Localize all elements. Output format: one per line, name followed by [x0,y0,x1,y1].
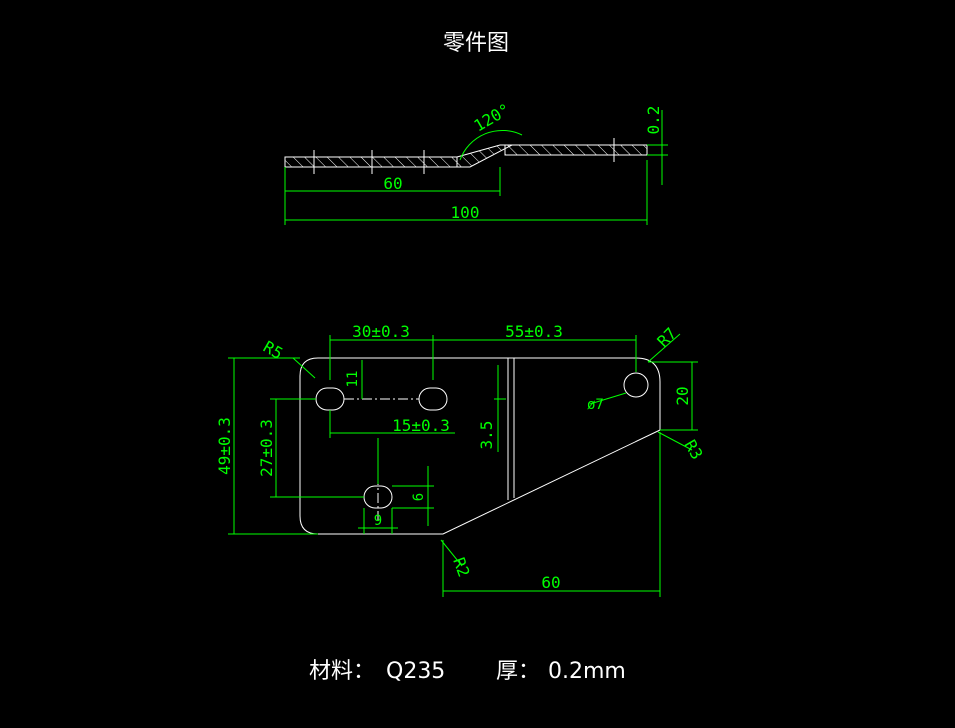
dim-15 [329,410,455,484]
hole-label: ø7 [587,397,604,413]
dim-top-chain [329,335,637,380]
dim-60-plan-label: 60 [541,573,560,592]
dim-27 [270,398,364,498]
thickness-footer-value: 0.2mm [548,659,626,684]
r2-label: R2 [449,555,473,580]
dim-60-side-label: 60 [383,174,402,193]
slot-2 [418,387,448,411]
r5-label: R5 [260,337,286,363]
slot-1 [315,387,345,411]
material-label: 材料： [309,659,375,684]
drawing-title: 零件图 [443,31,509,56]
angle-arc [459,129,523,161]
plan-view: R5 R7 R3 R2 30±0.3 55±0.3 11 15±0.3 [215,322,707,597]
r7-leader [647,333,681,363]
dim-60-plan [442,432,661,597]
thickness-label: 0.2 [644,106,663,135]
dim-11-label: 11 [345,371,361,388]
dim-55-label: 55±0.3 [505,322,563,341]
plate-outline [299,357,661,535]
dim-20 [648,361,698,431]
side-view-bend [456,144,513,168]
r2-leader [440,539,463,567]
dim-15-label: 15±0.3 [392,416,450,435]
dim-100-label: 100 [451,203,480,222]
dim-9-label: 9 [374,513,382,529]
r3-label: R3 [681,437,707,463]
dim-6 [392,466,434,526]
dim-3-5 [494,365,506,452]
r3-leader [657,431,693,451]
thickness-dimension [647,110,668,185]
dim-6-label: 6 [411,493,427,501]
dim-20-label: 20 [673,386,692,405]
dim-60-side [284,167,501,225]
dim-30-label: 30±0.3 [352,322,410,341]
dim-9 [358,508,398,534]
dim-49 [228,357,318,535]
side-view-right-strip [504,144,648,156]
thickness-footer-label: 厚： [496,659,540,684]
r5-leader [292,357,316,379]
hole-leader [589,392,627,405]
hole-7 [623,372,649,398]
material-value: Q235 [386,659,445,684]
side-view: 120° 0.2 60 100 [284,100,668,225]
side-view-left-strip [284,156,458,168]
dim-49-label: 49±0.3 [215,417,234,475]
dim-27-label: 27±0.3 [257,419,276,477]
title-block: 材料： Q235 厚： 0.2mm [309,659,626,684]
side-view-center-marks [313,138,615,174]
dim-3-5-label: 3.5 [477,421,496,450]
r7-label: R7 [653,324,680,351]
dim-100 [285,160,648,225]
